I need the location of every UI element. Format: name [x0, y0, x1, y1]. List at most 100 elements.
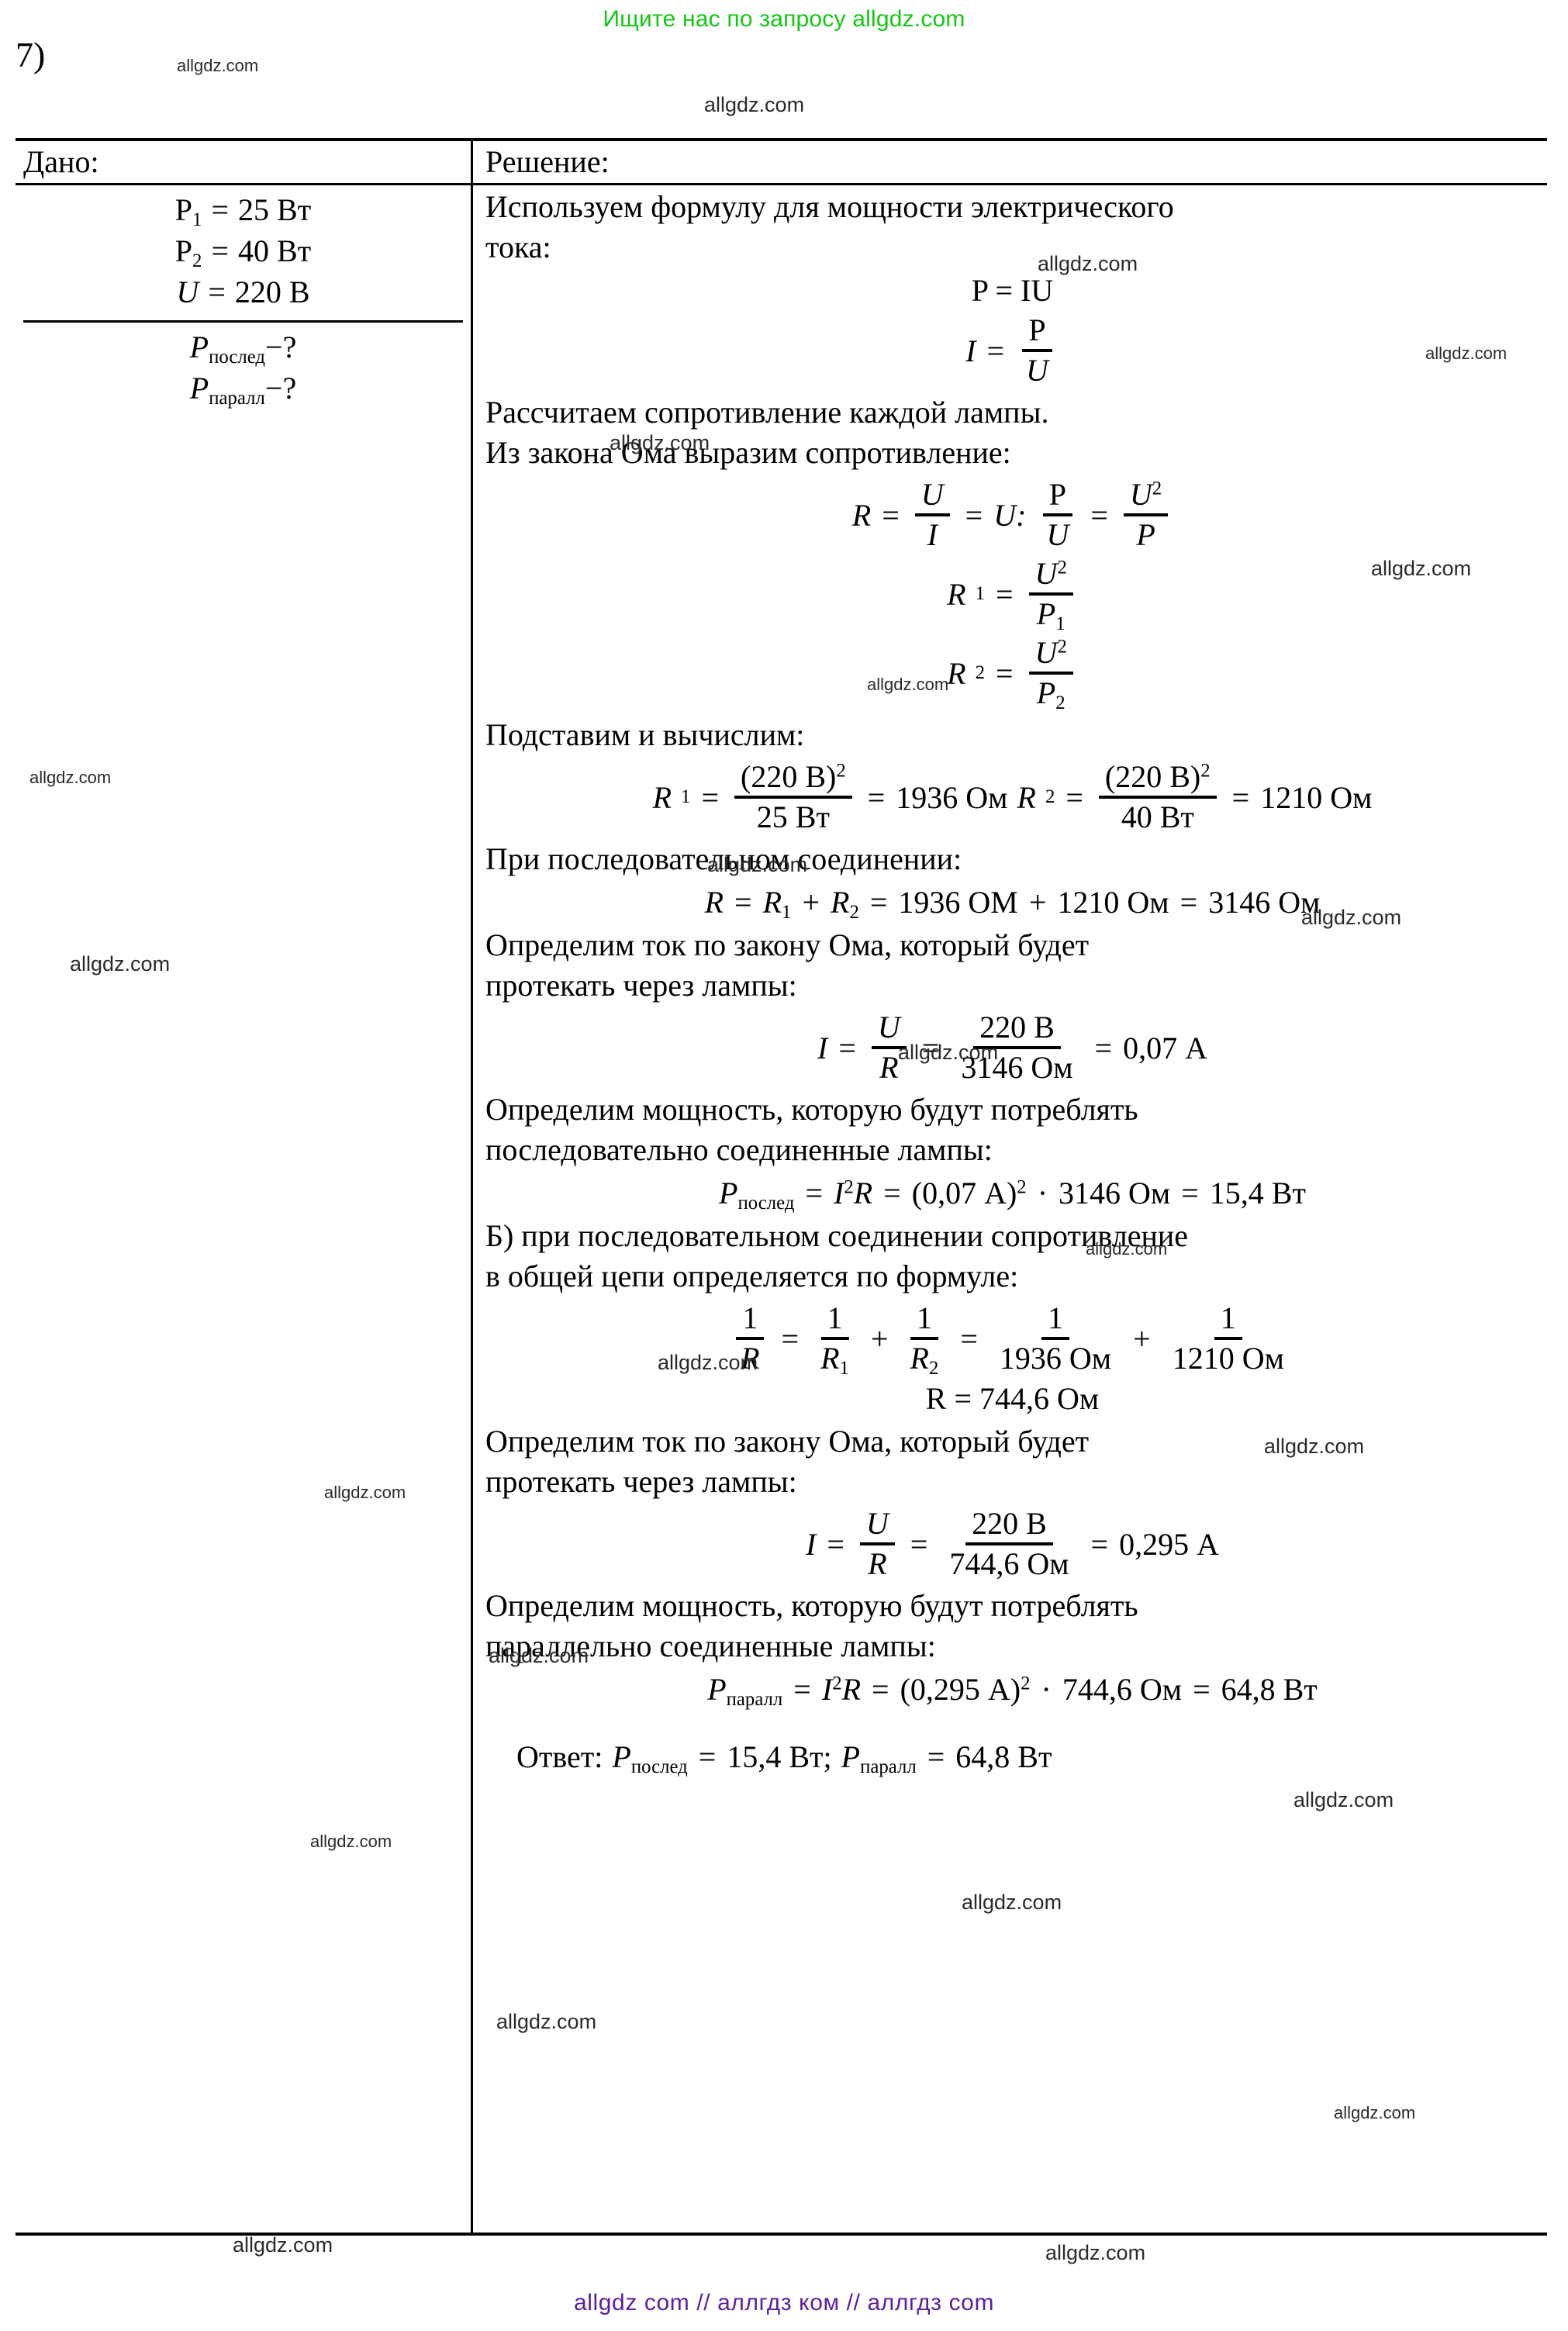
fraction-numerator: U2: [1028, 636, 1073, 675]
r2-symbol: R: [831, 885, 850, 920]
r1-symbol: R: [652, 779, 672, 815]
p-symbol: P: [707, 1672, 727, 1707]
plus-sign: +: [1133, 1321, 1151, 1356]
solution-text-1: Используем формулу для мощности электрич…: [485, 189, 1174, 224]
r2-result: 1210 Ом: [1260, 779, 1373, 815]
exponent: 2: [1057, 636, 1067, 658]
answer-p-posled: Pпослед: [612, 1739, 687, 1777]
equals-sign: =: [869, 885, 888, 920]
series-current-result: 0,07 А: [1123, 1030, 1207, 1065]
fraction-1-over-1936ohm: 1 1936 Ом: [993, 1301, 1117, 1376]
parallel-current-result: 0,295 А: [1119, 1526, 1219, 1562]
fraction-numerator: U2: [1028, 557, 1073, 596]
given-u-value: 220 В: [234, 274, 310, 309]
fraction-denominator: 25 Вт: [756, 799, 830, 834]
solution-text-2: Рассчитаем сопротивление каждой лампы.: [485, 395, 1049, 430]
equals-sign: =: [1090, 1526, 1109, 1562]
fraction-numerator: U: [859, 1507, 895, 1545]
given-p1: P1 = 25 Вт: [23, 190, 463, 231]
equals-sign: =: [805, 1176, 824, 1210]
table-header-row: Дано: Решение:: [16, 141, 1547, 185]
p-symbol: P: [841, 1739, 861, 1774]
bottom-promo-banner: allgdz com // аллгдз ком // аллгдз com: [573, 2290, 995, 2315]
equation-parallel-power: Pпаралл = I2R = (0,295 А)2 · 744,6 Ом = …: [485, 1671, 1539, 1710]
equation-resistance-derivation: R = U I = U: P U = U2 P: [485, 478, 1539, 552]
exponent: 2: [1021, 1673, 1031, 1694]
parall-subscript: паралл: [726, 1688, 783, 1710]
equation-series-current: I = U R = 220 В 3146 Ом = 0,07 А: [485, 1010, 1539, 1085]
r-symbol: R: [853, 1176, 873, 1210]
current-symbol: I: [806, 1526, 817, 1562]
equation-parallel-resistance: 1 R = 1 R1 + 1 R2 = 1 1936 Ом +: [485, 1301, 1539, 1379]
fraction-p-over-u-2: P U: [1040, 478, 1075, 552]
p1-subscript: 1: [1055, 613, 1065, 634]
current-value: (0,07 А): [911, 1176, 1017, 1210]
fraction-denominator: P2: [1031, 675, 1072, 713]
fraction-denominator: U: [1026, 353, 1048, 388]
current-symbol: I: [965, 333, 976, 368]
given-p1-subscript: 1: [192, 209, 202, 230]
r2-symbol: R: [910, 1341, 929, 1376]
fraction-r2-numeric: (220 В)2 40 Вт: [1098, 760, 1217, 834]
solution-table: Дано: Решение: P1 = 25 Вт P2 = 40 Вт: [16, 138, 1547, 2236]
solution-text-13: протекать через лампы:: [485, 1464, 797, 1499]
fraction-denominator: R: [741, 1341, 760, 1376]
watermark: allgdz.com: [704, 93, 805, 116]
resistance-value: 3146 Ом: [1059, 1176, 1171, 1210]
equals-sign: =: [734, 885, 752, 920]
solution-text-5: При последовательном соединении:: [485, 841, 962, 876]
fraction-numerator: U: [871, 1010, 907, 1049]
solution-text-9: последовательно соединенные лампы:: [485, 1132, 993, 1167]
equation-power: P = IU: [485, 272, 1539, 309]
equals-sign: =: [910, 1526, 928, 1562]
current-value: (0,295 А): [900, 1672, 1021, 1707]
given-p1-value: 25 Вт: [238, 192, 312, 227]
equals-sign: =: [867, 779, 886, 815]
solution-text-1b: тока:: [485, 230, 551, 264]
fraction-220v-over-3146ohm: 220 В 3146 Ом: [955, 1010, 1079, 1085]
given-p2-subscript: 2: [192, 250, 202, 271]
solution-text-8: Определим мощность, которую будут потреб…: [485, 1092, 1138, 1127]
multiplication-dot: ·: [1037, 1176, 1048, 1210]
current-squared-value: (0,295 А)2: [900, 1671, 1031, 1708]
fraction-1-over-r1: 1 R1: [814, 1301, 855, 1378]
find-p-parall: Pпаралл−?: [23, 368, 463, 409]
equation-current-definition: I = P U: [485, 313, 1539, 388]
fraction-numerator: 1: [1214, 1301, 1242, 1340]
equals-sign: =: [965, 497, 983, 533]
solution-text-11: в общей цепи определяется по формуле:: [485, 1259, 1019, 1293]
given-cell: P1 = 25 Вт P2 = 40 Вт U = 220 В: [16, 185, 473, 2233]
equation-parallel-total-resistance: R = 744,6 Ом: [485, 1380, 1539, 1417]
given-u: U = 220 В: [23, 272, 463, 313]
solution-text-4: Подставим и вычислим:: [485, 717, 805, 752]
fraction-numerator: 1: [1041, 1301, 1070, 1340]
r-symbol: R: [841, 1672, 862, 1707]
equation-series-resistance: R = R1 + R2 = 1936 ОМ + 1210 Ом = 3146 О…: [485, 884, 1539, 922]
fraction-1-over-r2: 1 R2: [904, 1301, 945, 1379]
solution-text-6: Определим ток по закону Ома, который буд…: [485, 927, 1090, 962]
i-squared-r: I2R: [822, 1671, 861, 1708]
equals-sign: =: [921, 1030, 940, 1065]
fraction-denominator: P1: [1031, 596, 1072, 634]
equals-sign: =: [1094, 1030, 1113, 1065]
given-p2-value: 40 Вт: [238, 233, 312, 268]
exponent: 2: [844, 1176, 854, 1198]
fraction-numerator: (220 В)2: [734, 760, 852, 799]
fraction-denominator: P: [1136, 517, 1155, 552]
given-p1-symbol: P: [174, 192, 193, 227]
fraction-220v-over-744ohm: 220 В 744,6 Ом: [943, 1507, 1075, 1581]
fraction-u-over-r: U R: [859, 1507, 895, 1581]
fraction-p-over-u: P U: [1020, 313, 1055, 388]
r2-symbol: R: [947, 655, 966, 691]
fraction-denominator: 1936 Ом: [999, 1341, 1112, 1376]
fraction-denominator: U: [1046, 517, 1069, 552]
u-symbol: U: [1129, 477, 1152, 512]
r2-subscript: 2: [928, 1357, 939, 1379]
equals-sign: =: [1193, 1672, 1211, 1707]
solution-header-label: Решение:: [485, 144, 610, 179]
equals-sign: =: [701, 779, 719, 815]
fraction-u-squared-over-p1: U2 P1: [1028, 557, 1073, 634]
solution-text-10: Б) при последовательном соединении сопро…: [485, 1218, 1189, 1253]
p-symbol: P: [1036, 675, 1056, 710]
